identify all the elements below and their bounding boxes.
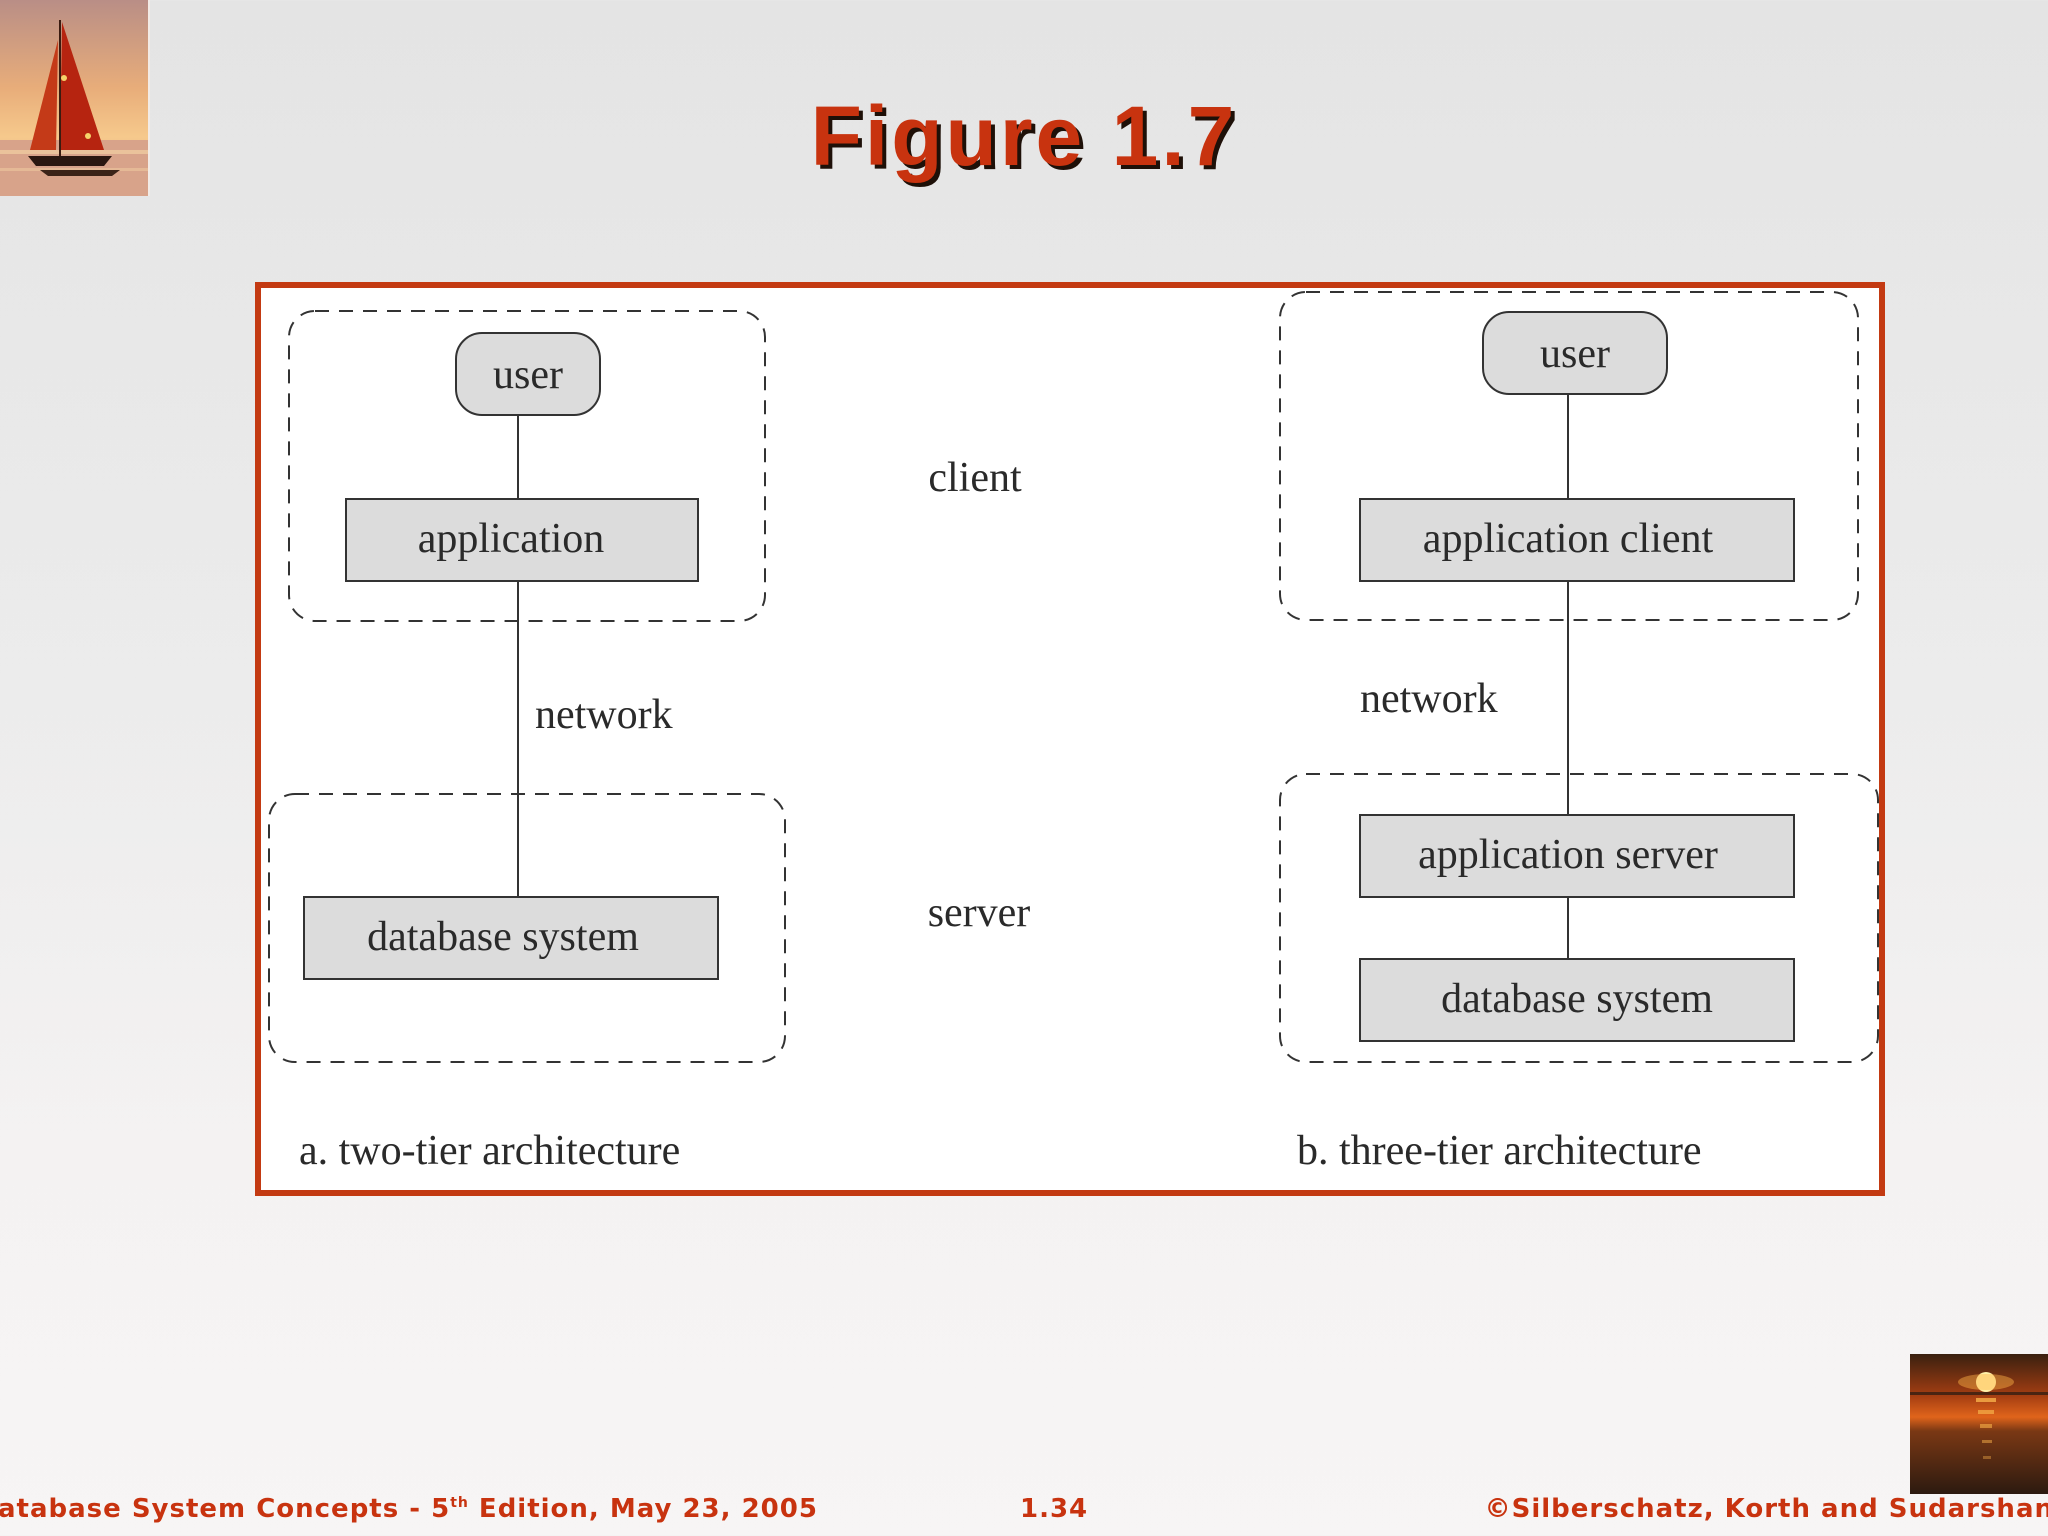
footer-copyright: ©Silberschatz, Korth and Sudarshan <box>1484 1494 2048 1524</box>
sunset-icon <box>1910 1354 2048 1494</box>
footer-book-title-prefix: atabase System Concepts - 5 <box>0 1494 451 1524</box>
three-tier-network-label: network <box>1360 676 1498 722</box>
three-tier-database-label: database system <box>1441 976 1713 1022</box>
sunset-photo-image <box>1910 1354 2048 1494</box>
three-tier-server-region <box>1279 773 1879 1063</box>
three-tier-app-client-node <box>1359 498 1795 582</box>
two-tier-application-node <box>345 498 699 582</box>
two-tier-application-label: application <box>418 516 605 562</box>
architecture-diagram: user application network database system… <box>268 291 1879 1174</box>
three-tier-database-node <box>1359 958 1795 1042</box>
three-tier-user-node <box>1482 311 1668 395</box>
two-tier-user-label: user <box>493 352 563 398</box>
slide-footer: atabase System Concepts - 5th Edition, M… <box>0 1494 2048 1528</box>
three-tier-app-client-label: application client <box>1423 516 1714 562</box>
footer-book-title-suffix: Edition, May 23, 2005 <box>468 1494 818 1524</box>
footer-edition-sup: th <box>450 1495 469 1511</box>
sailboat-logo-image <box>0 0 150 196</box>
footer-book-title: atabase System Concepts - 5th Edition, M… <box>0 1494 818 1524</box>
two-tier-server-region <box>268 793 786 1063</box>
slide-title: Figure 1.7 <box>810 89 1238 183</box>
three-tier-app-server-label: application server <box>1418 832 1718 878</box>
two-tier-database-node <box>303 896 719 980</box>
three-tier-caption: b. three-tier architecture <box>1297 1128 1702 1174</box>
sailboat-icon <box>0 0 148 196</box>
three-tier-client-region <box>1279 291 1859 621</box>
server-label: server <box>928 890 1031 936</box>
three-tier-user-label: user <box>1540 331 1610 377</box>
three-tier-app-server-node <box>1359 814 1795 898</box>
two-tier-caption: a. two-tier architecture <box>299 1128 680 1174</box>
two-tier-network-label: network <box>535 692 673 738</box>
two-tier-client-region <box>288 310 766 622</box>
footer-page-number: 1.34 <box>1020 1494 1089 1524</box>
two-tier-user-node <box>455 332 601 416</box>
two-tier-database-label: database system <box>367 914 639 960</box>
client-label: client <box>928 455 1022 501</box>
figure-frame: user application network database system… <box>255 282 1885 1196</box>
